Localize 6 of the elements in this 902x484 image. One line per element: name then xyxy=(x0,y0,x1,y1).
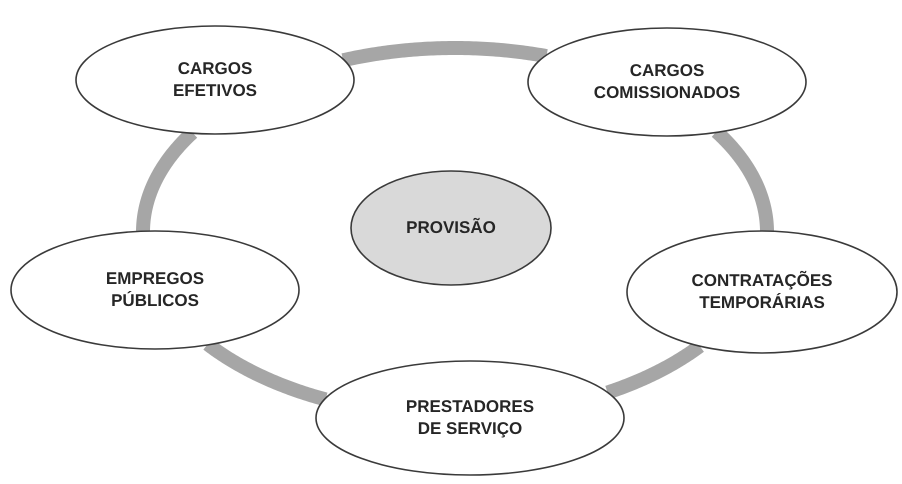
node-label: CONTRATAÇÕES TEMPORÁRIAS xyxy=(690,270,834,314)
node-label: PRESTADORES DE SERVIÇO xyxy=(404,396,536,440)
node-label: EMPREGOS PÚBLICOS xyxy=(104,268,206,312)
node-label: CARGOS COMISSIONADOS xyxy=(592,60,742,104)
node-label: CARGOS EFETIVOS xyxy=(172,58,258,102)
node-label: PROVISÃO xyxy=(405,216,497,239)
